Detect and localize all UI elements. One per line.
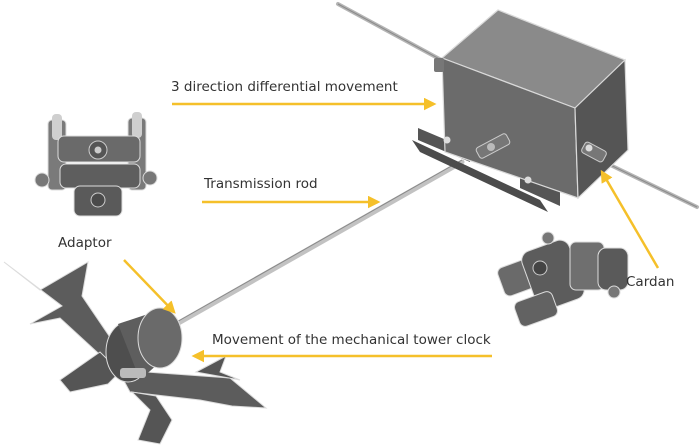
- transmission-rod: [172, 159, 465, 328]
- arrow-adaptor: [123, 259, 176, 314]
- adaptor-image: [34, 112, 158, 217]
- tower-clock-movement: [3, 261, 268, 445]
- arrow-cardan: [600, 169, 660, 269]
- cardan-image: [497, 231, 629, 327]
- label-adaptor: Adaptor: [58, 235, 112, 251]
- label-transmission-rod: Transmission rod: [204, 176, 318, 192]
- label-clock-movement: Movement of the mechanical tower clock: [212, 332, 491, 348]
- label-differential: 3 direction differential movement: [171, 79, 398, 95]
- label-cardan: Cardan: [626, 274, 675, 290]
- differential-box: [412, 9, 629, 212]
- callout-arrows: [123, 97, 660, 363]
